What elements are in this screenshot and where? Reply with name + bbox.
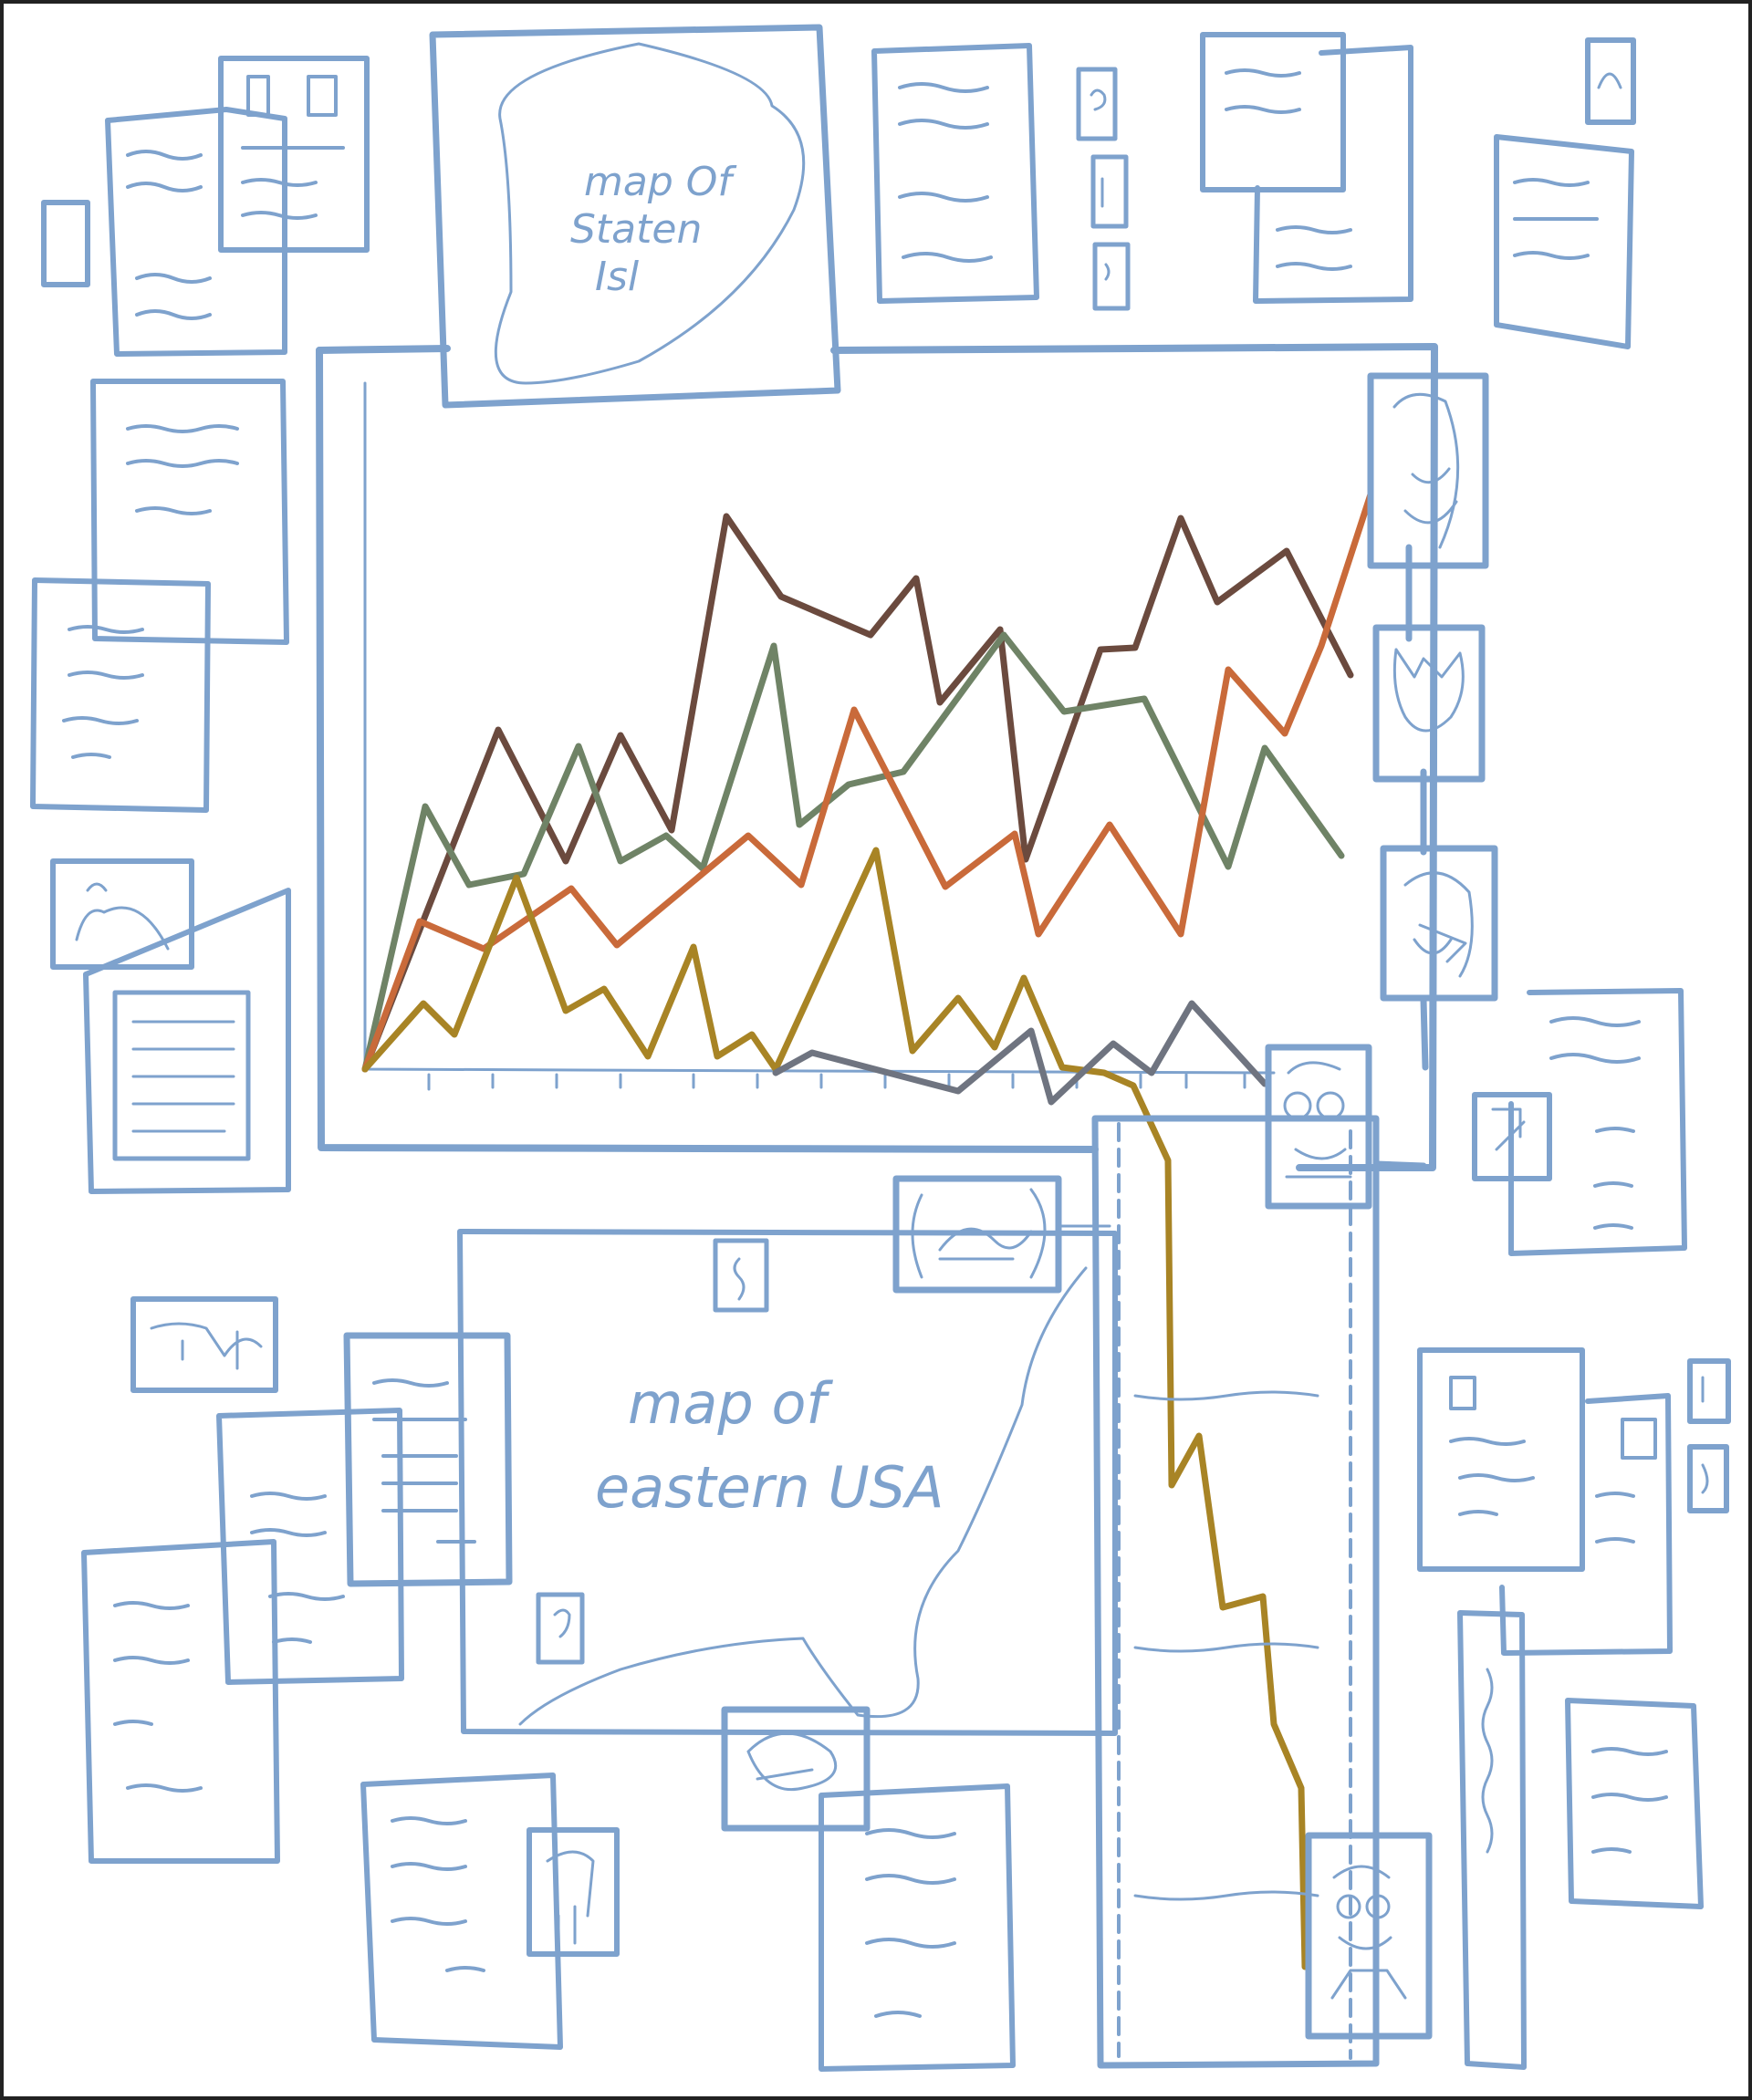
far-right-document — [1494, 37, 1636, 349]
portrait-smiling-man-with-glasses — [1305, 1832, 1433, 2040]
portrait-long-haired-man — [1380, 845, 1498, 1002]
tall-ruled-strip — [1091, 1115, 1380, 2069]
staten-map-label-line1: map Of — [584, 159, 737, 205]
portrait-strip — [1265, 372, 1498, 1210]
chart-lines — [361, 491, 1374, 1970]
staten-map-label-line2: Staten — [570, 206, 702, 253]
staten-island-map-card — [429, 24, 841, 409]
right-document-with-photo — [1472, 988, 1687, 1256]
eastern-map-label-line1: map of — [628, 1370, 833, 1437]
map-thumbnail-card — [130, 1296, 278, 1393]
small-photo-column — [1076, 67, 1131, 311]
ocean-photo-card — [892, 1175, 1111, 1294]
portrait-mustached-man — [1367, 372, 1489, 569]
staten-map-label-line3: Isl — [595, 254, 640, 300]
photo-card-two-frames — [218, 56, 370, 253]
top-right-document-pair — [1200, 32, 1413, 304]
portrait-man-with-round-glasses — [1265, 1044, 1372, 1210]
bottom-center-document-pile — [360, 1706, 1016, 2072]
portrait-woman-with-bow — [1372, 624, 1486, 783]
mustard-line — [361, 847, 1309, 1970]
bottom-left-document-stack — [81, 1332, 513, 1864]
left-document-stack — [30, 379, 289, 813]
bottom-right-document-cluster — [1417, 1347, 1731, 2070]
slate-gray-line — [772, 1000, 1268, 1106]
eastern-map-label-line2: eastern USA — [595, 1454, 944, 1521]
orange-line — [361, 491, 1374, 1073]
top-left-document-cluster — [41, 107, 287, 357]
top-center-document — [871, 43, 1039, 304]
left-photo-and-notebook — [50, 858, 291, 1194]
dark-brown-line — [361, 513, 1354, 1073]
